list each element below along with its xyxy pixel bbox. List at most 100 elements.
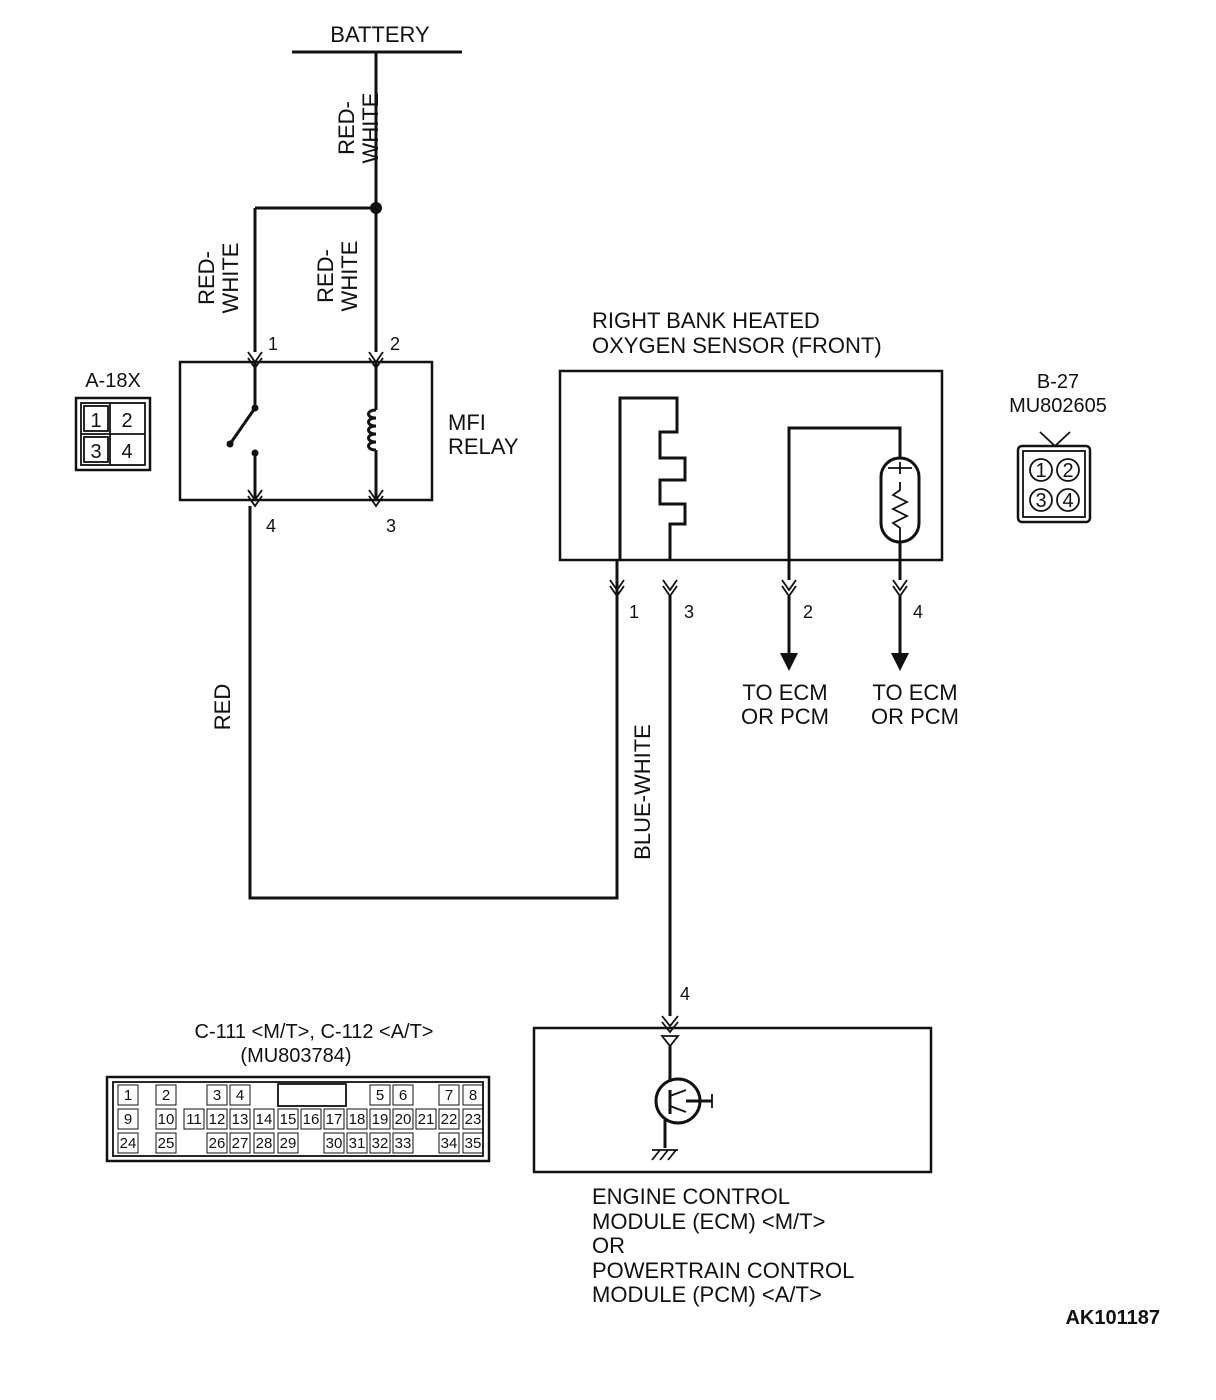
pin-number: 1: [124, 1087, 132, 1104]
ecm-title: MODULE (ECM) <M/T>: [592, 1209, 825, 1234]
pin-number: 2: [162, 1087, 170, 1104]
relay-switch-contact: [226, 362, 259, 500]
ecm-title: OR: [592, 1233, 625, 1258]
figure-code: AK101187: [1065, 1307, 1160, 1329]
pin-number: 31: [349, 1135, 366, 1152]
pin-cell: [183, 1108, 205, 1130]
pin-cell: [253, 1132, 275, 1154]
pin-number: 23: [465, 1111, 482, 1128]
wire-color-label: RED-: [334, 101, 359, 155]
sensing-element-icon: [618, 396, 687, 560]
pin-cell: [438, 1108, 460, 1130]
pin-number: 1: [268, 334, 278, 354]
wire-color-label: WHITE: [218, 243, 243, 314]
pin-cell: [117, 1084, 139, 1106]
pin-number: 15: [280, 1111, 297, 1128]
connector-a18x: A-18X 1 2 3 4: [74, 370, 152, 472]
pin-number: 4: [1062, 490, 1073, 512]
pin-number: 1: [90, 410, 101, 432]
pin-cell: [206, 1108, 228, 1130]
pin-cell: [346, 1132, 368, 1154]
ecm-title: POWERTRAIN CONTROL: [592, 1258, 854, 1283]
pin-number: 21: [418, 1111, 435, 1128]
pin-number: 1: [1035, 460, 1046, 482]
pin-cell: [277, 1132, 299, 1154]
pin-number: 29: [280, 1135, 297, 1152]
pin-marker: [662, 579, 678, 598]
heater-element-icon: [787, 426, 921, 580]
pin-cell: [462, 1132, 484, 1154]
pin-number: 20: [395, 1111, 412, 1128]
pin-number: 16: [303, 1111, 320, 1128]
pin-number: 3: [1035, 490, 1046, 512]
pin-number: 25: [158, 1135, 175, 1152]
destination-label: OR PCM: [871, 704, 959, 729]
pin-cell: [346, 1108, 368, 1130]
pin-number: 24: [120, 1135, 137, 1152]
pin-number: 2: [121, 410, 132, 432]
pin-cell: [323, 1108, 345, 1130]
pin-cell: [392, 1084, 414, 1106]
pin-cell: [206, 1132, 228, 1154]
transistor-icon: [651, 1035, 713, 1161]
pin-marker: [781, 579, 797, 598]
pin-number: 30: [326, 1135, 343, 1152]
connector-label: MU802605: [1009, 395, 1107, 417]
pin-number: 13: [232, 1111, 249, 1128]
pin-number: 3: [386, 516, 396, 536]
connector-label: B-27: [1037, 371, 1079, 393]
ecm-title: MODULE (PCM) <A/T>: [592, 1282, 822, 1307]
pin-cell: [229, 1132, 251, 1154]
pin-number: 34: [441, 1135, 458, 1152]
pin-number: 2: [390, 334, 400, 354]
pin-number: 6: [399, 1087, 407, 1104]
pin-cell: [462, 1084, 484, 1106]
pin-number: 12: [209, 1111, 226, 1128]
wire-color-label: RED-: [194, 251, 219, 305]
pin-cell: [229, 1108, 251, 1130]
destination-label: TO ECM: [872, 680, 957, 705]
wire-color-label: RED: [210, 684, 235, 730]
pin-number: 14: [256, 1111, 273, 1128]
pin-number: 3: [684, 602, 694, 622]
pin-cell: [117, 1132, 139, 1154]
pin-cell: [155, 1084, 177, 1106]
pin-cell: [369, 1132, 391, 1154]
pin-number: 4: [236, 1087, 244, 1104]
destination-label: TO ECM: [742, 680, 827, 705]
ecm-module: 4 ENGINE CONTROL MODULE (ECM) <M/T> OR P…: [532, 984, 933, 1307]
pin-number: 3: [213, 1087, 221, 1104]
sensor-title: OXYGEN SENSOR (FRONT): [592, 333, 882, 358]
pin-number: 4: [913, 602, 923, 622]
battery-bus: BATTERY: [292, 22, 462, 54]
pin-number: 4: [680, 984, 690, 1004]
oxygen-sensor: RIGHT BANK HEATED OXYGEN SENSOR (FRONT) …: [558, 308, 959, 729]
pin-cell: [462, 1108, 484, 1130]
pin-cell: [392, 1132, 414, 1154]
pin-number: 27: [232, 1135, 249, 1152]
pin-number: 17: [326, 1111, 343, 1128]
pin-cell: [277, 1108, 299, 1130]
relay-pin2-wire: RED- WHITE: [313, 208, 378, 352]
wire-color-label: BLUE-WHITE: [630, 724, 655, 860]
pin-number: 7: [445, 1087, 453, 1104]
pin-number: 26: [209, 1135, 226, 1152]
pin-number: 32: [372, 1135, 389, 1152]
pin-cell: [392, 1108, 414, 1130]
pin-number: 18: [349, 1111, 366, 1128]
pin-number: 1: [629, 602, 639, 622]
destination-label: OR PCM: [741, 704, 829, 729]
pin-cell: [253, 1108, 275, 1130]
pin-number: 5: [376, 1087, 384, 1104]
pin-cell: [229, 1084, 251, 1106]
battery-label: BATTERY: [330, 22, 430, 47]
pin-number: 4: [121, 441, 132, 463]
wire-color-label: RED-: [313, 249, 338, 303]
ecm-title: ENGINE CONTROL: [592, 1184, 790, 1209]
pin-cell: [369, 1108, 391, 1130]
pin-number: 2: [1062, 460, 1073, 482]
connector-label: C-111 <M/T>, C-112 <A/T>: [195, 1021, 434, 1043]
relay-pin1-wire: RED- WHITE: [194, 208, 257, 352]
battery-feed-wire: RED- WHITE: [334, 52, 383, 208]
